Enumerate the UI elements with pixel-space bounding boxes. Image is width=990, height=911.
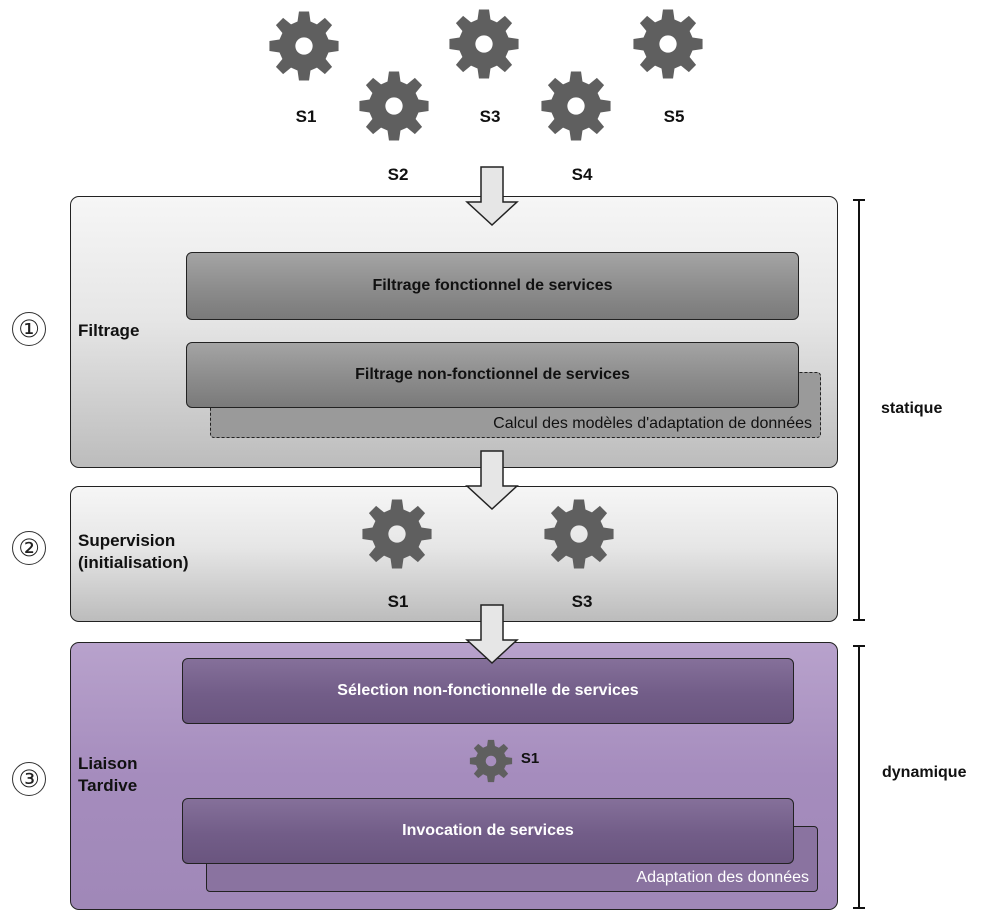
service-label: S1 xyxy=(387,592,409,611)
late-binding-label-line2: Tardive xyxy=(78,776,138,795)
service-label: S3 xyxy=(479,107,501,126)
supervision-panel xyxy=(70,486,838,622)
gear-icon xyxy=(448,8,520,80)
static-phase-label: statique xyxy=(881,400,943,417)
non-functional-selection-bar: Sélection non-fonctionnelle de services xyxy=(182,658,794,724)
late-binding-label-line1: Liaison xyxy=(78,754,138,773)
step-number-1: ① xyxy=(12,312,46,346)
filtering-label: Filtrage xyxy=(78,321,140,340)
non-functional-filtering-bar: Filtrage non-fonctionnel de services xyxy=(186,342,799,408)
functional-filtering-bar: Filtrage fonctionnel de services xyxy=(186,252,799,320)
gear-icon xyxy=(543,498,615,570)
gear-icon xyxy=(361,498,433,570)
supervision-label-line1: Supervision xyxy=(78,531,176,550)
service-label: S5 xyxy=(663,107,685,126)
down-arrow-icon xyxy=(465,166,519,227)
step-number-2: ② xyxy=(12,531,46,565)
service-label: S1 xyxy=(295,107,317,126)
gear-icon xyxy=(540,70,612,142)
gear-icon xyxy=(358,70,430,142)
service-label: S4 xyxy=(571,165,593,184)
service-invocation-bar: Invocation de services xyxy=(182,798,794,864)
gear-icon xyxy=(632,8,704,80)
service-label: S1 xyxy=(520,750,540,767)
supervision-label: Supervision (initialisation) xyxy=(78,530,189,574)
service-label: S2 xyxy=(387,165,409,184)
static-phase-bracket xyxy=(853,199,865,621)
dynamic-phase-bracket xyxy=(853,645,865,909)
service-label: S3 xyxy=(571,592,593,611)
step-number-3: ③ xyxy=(12,762,46,796)
supervision-label-line2: (initialisation) xyxy=(78,553,189,572)
down-arrow-icon xyxy=(465,450,519,511)
down-arrow-icon xyxy=(465,604,519,665)
late-binding-label: Liaison Tardive xyxy=(78,753,138,797)
gear-icon xyxy=(469,739,513,783)
dynamic-phase-label: dynamique xyxy=(882,764,967,781)
gear-icon xyxy=(268,10,340,82)
